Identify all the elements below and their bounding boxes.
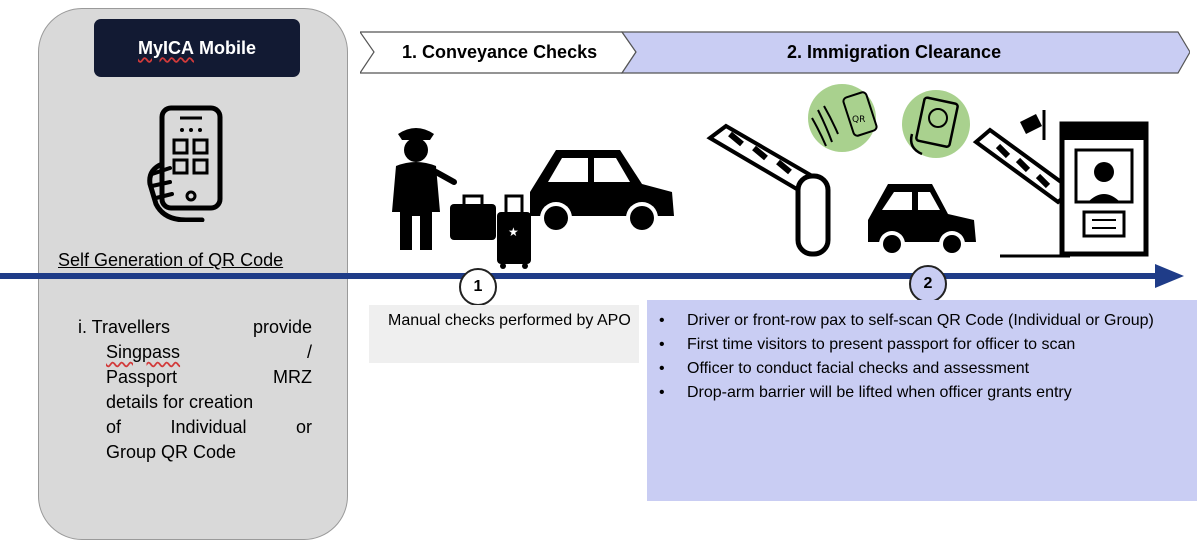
list-text: Singpass: [106, 342, 181, 362]
list-line: details for creation: [78, 390, 312, 415]
bullet-item: •First time visitors to present passport…: [659, 336, 1076, 353]
list-text: i. Travellers: [78, 317, 171, 337]
phase-2-chevron: [620, 31, 1190, 74]
step-1-marker: 1: [459, 268, 497, 306]
phase-1-label: 1. Conveyance Checks: [402, 42, 598, 62]
self-generation-heading: Self Generation of QR Code: [58, 250, 284, 270]
list-line: Group QR Code: [78, 440, 312, 465]
bullet-text: Officer to conduct facial checks and ass…: [687, 360, 1030, 377]
badge-brand: MyICA: [137, 37, 194, 58]
list-text: provide: [252, 317, 312, 337]
myica-mobile-badge: MyICA Mobile: [94, 19, 300, 77]
list-text: of: [106, 417, 122, 437]
bullet-item: •Officer to conduct facial checks and as…: [659, 360, 1030, 377]
luggage-icon: ★: [450, 194, 531, 269]
officer-icon: [392, 128, 457, 250]
qr-text: QR: [852, 115, 865, 125]
car-at-checkpoint-icon: [868, 184, 976, 257]
qr-scan-icon: QR: [808, 84, 878, 152]
list-line: of Individual or: [78, 415, 312, 440]
bullet-text: Driver or front-row pax to self-scan QR …: [687, 312, 1154, 329]
list-text: details for creation: [106, 392, 254, 412]
list-text: MRZ: [273, 367, 312, 387]
bullet-text: First time visitors to present passport …: [687, 336, 1076, 353]
manual-checks-box: Manual checks performed by APO: [369, 305, 639, 363]
list-line: Singpass /: [78, 340, 312, 365]
passport-icon: [902, 90, 970, 158]
left-panel-list: i. Travellers provide Singpass / Passport M…: [78, 315, 312, 465]
bullet-item: •Drop-arm barrier will be lifted when of…: [659, 384, 1072, 401]
conveyance-check-illustration: ★: [392, 128, 674, 269]
list-line: i. Travellers provide: [78, 315, 312, 340]
immigration-illustration: QR: [706, 84, 1149, 258]
barrier-arm-icon: [706, 123, 831, 257]
step-2-marker: 2: [909, 265, 947, 303]
list-text: or: [295, 417, 312, 437]
badge-suffix: Mobile: [194, 37, 256, 58]
immigration-steps-box: •Driver or front-row pax to self-scan QR…: [647, 300, 1197, 501]
list-text: Group QR Code: [106, 442, 237, 462]
list-line: Passport MRZ: [78, 365, 312, 390]
list-text: /: [306, 342, 312, 362]
bullet-item: •Driver or front-row pax to self-scan QR…: [659, 312, 1154, 329]
phase-chevrons: [360, 31, 1190, 74]
list-text: Passport: [106, 367, 178, 387]
bullet-text: Drop-arm barrier will be lifted when off…: [687, 384, 1072, 401]
checkpoint-booth-icon: [972, 110, 1149, 258]
list-text: Individual: [170, 417, 247, 437]
phone-qr-icon: [147, 105, 223, 222]
phase-2-label: 2. Immigration Clearance: [787, 42, 1002, 62]
car-icon: [530, 150, 674, 234]
svg-text:★: ★: [508, 225, 519, 239]
timeline-arrow: [0, 264, 1184, 288]
